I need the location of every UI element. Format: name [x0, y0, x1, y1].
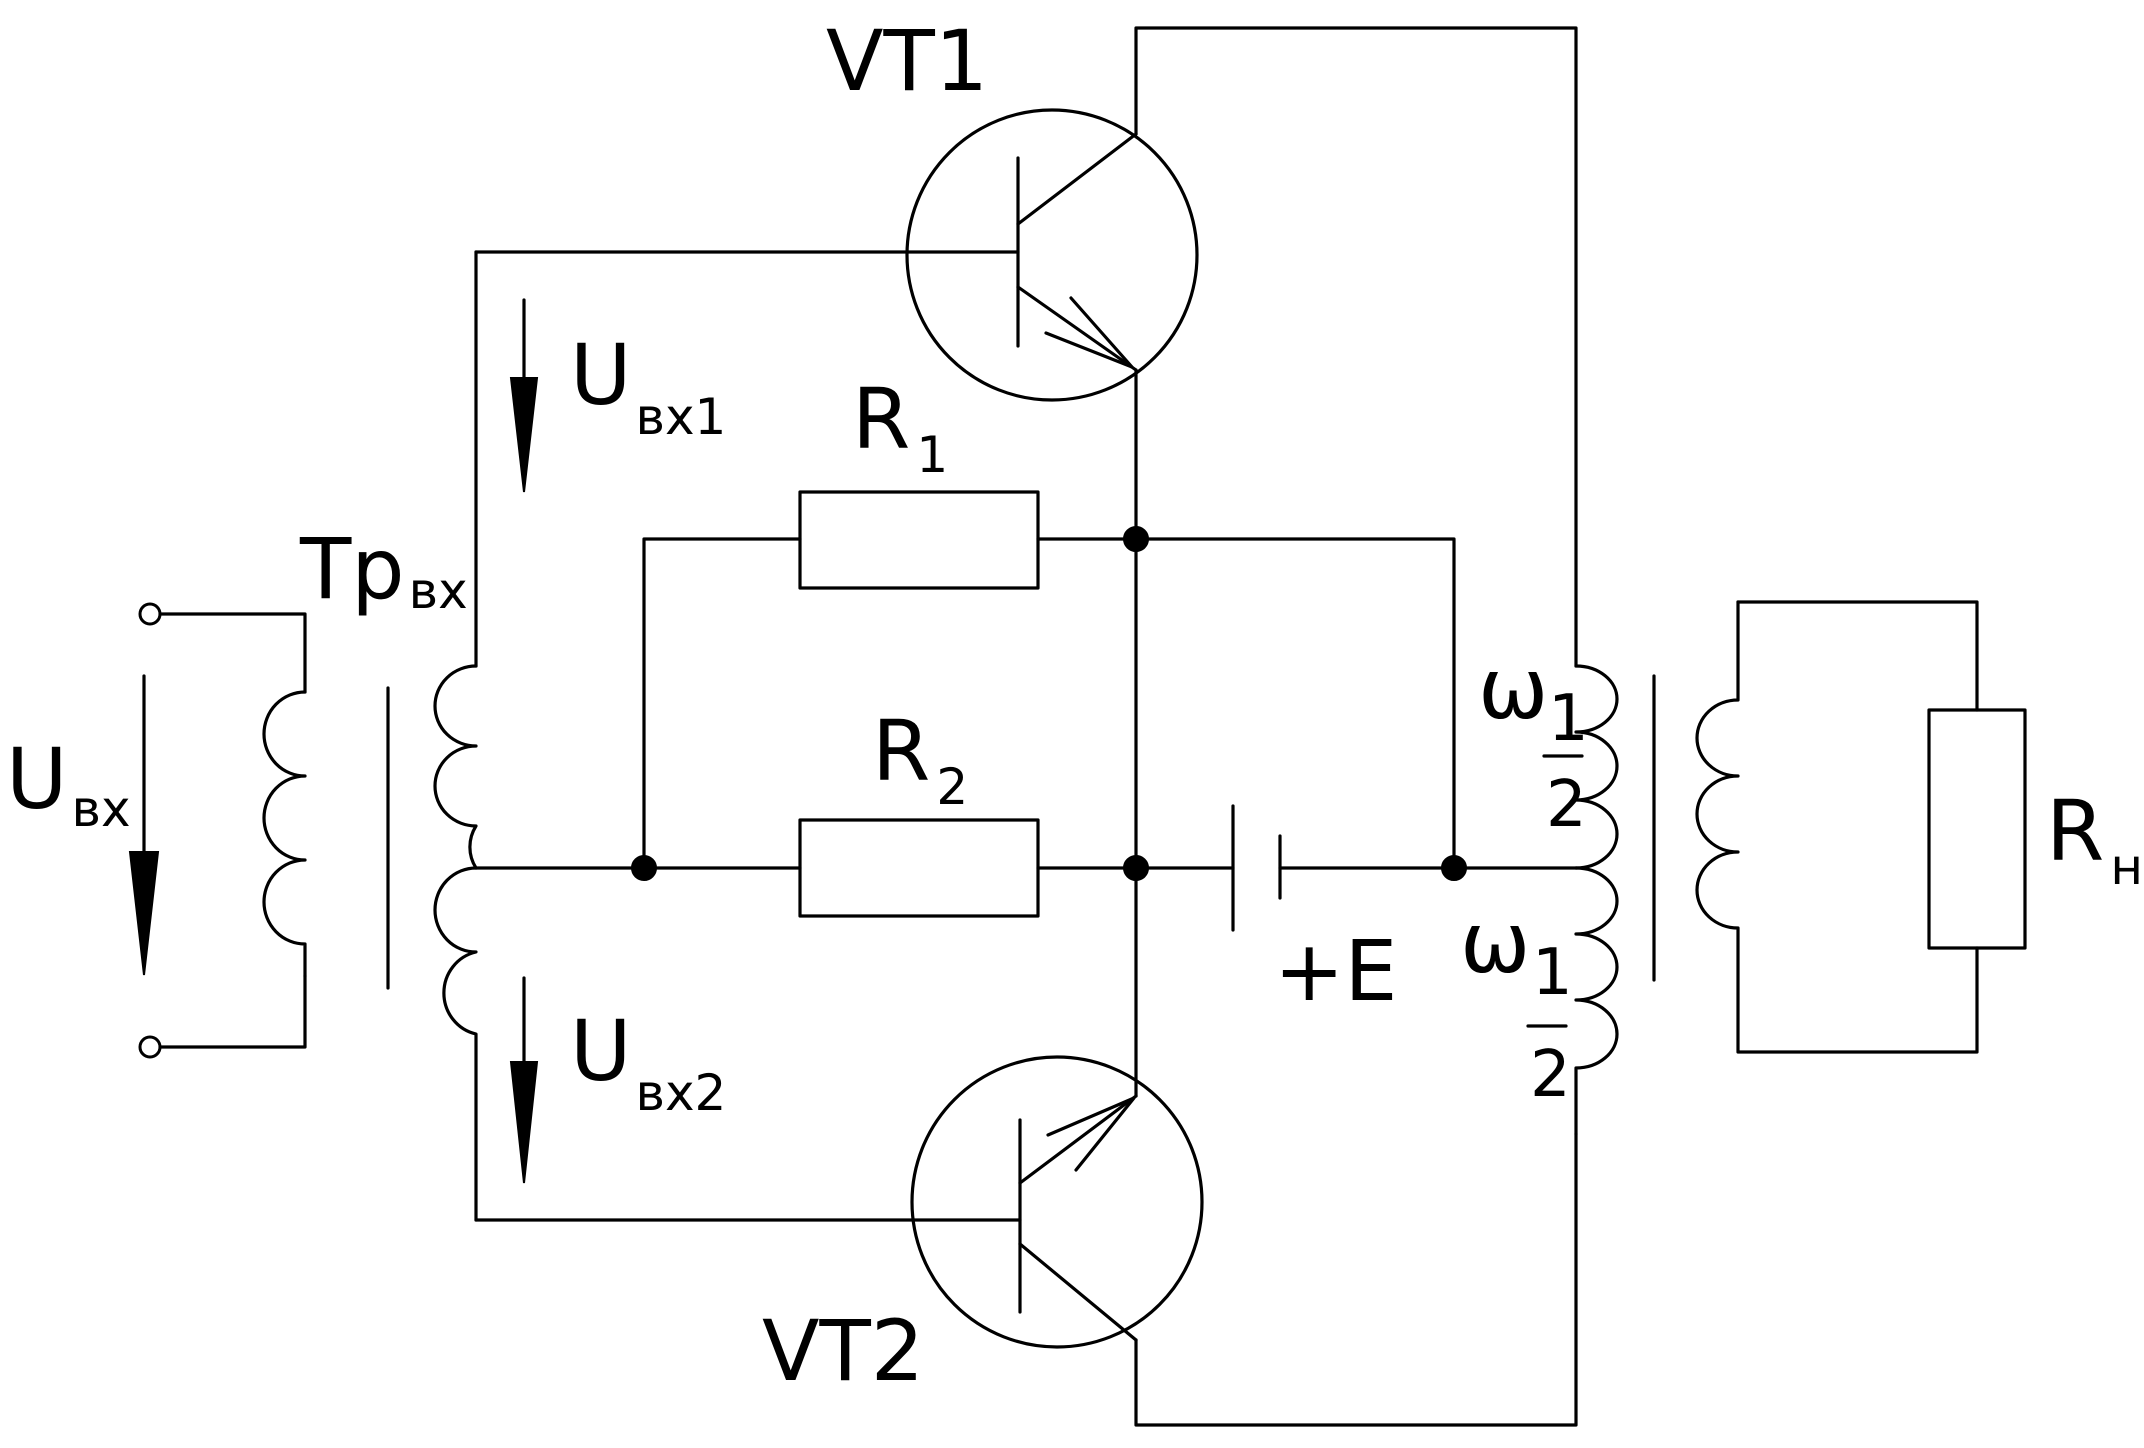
- vt2-label: VT2: [762, 1302, 924, 1400]
- transistor-vt2: [474, 1055, 1204, 1349]
- junctions: [631, 526, 1467, 881]
- vt2-emitter-arrow: [1046, 1096, 1136, 1172]
- vt2-emitter: [1018, 1094, 1138, 1185]
- svg-text:Rн: Rн: [2046, 782, 2143, 896]
- uin1-sub: вх1: [635, 388, 726, 446]
- r1-sub: 1: [916, 426, 948, 484]
- r1-label: R: [852, 370, 910, 468]
- junction-node: [1123, 526, 1149, 552]
- junction-node: [631, 855, 657, 881]
- output-transformer: [1574, 600, 2027, 1136]
- vt1-label: VT1: [826, 12, 988, 110]
- uin-label: U: [6, 730, 67, 828]
- uin-sub: вх: [71, 780, 130, 838]
- frac-bottom-num: 1: [1532, 936, 1573, 1010]
- tr-sub: вх: [409, 562, 468, 620]
- rload-label: R: [2046, 782, 2104, 880]
- frac-bottom-den: 2: [1530, 1038, 1571, 1112]
- w-top-label: ω: [1478, 640, 1548, 738]
- frac-top-den: 2: [1546, 768, 1587, 842]
- junction-node: [1123, 855, 1149, 881]
- svg-text:R2: R2: [872, 702, 968, 816]
- input-secondary: [433, 250, 539, 1222]
- output-secondary-coil: [1695, 600, 1979, 1054]
- input-secondary-coil-upper: [433, 664, 478, 870]
- vt1-emitter: [1016, 285, 1138, 372]
- uin2-sub: вх2: [635, 1064, 726, 1122]
- wiring: [474, 26, 1578, 1427]
- output-primary-coil-upper: [1574, 664, 1619, 870]
- uin1-arrow: [509, 377, 539, 493]
- output-primary-coil-lower: [1574, 866, 1619, 1136]
- input-terminal-top[interactable]: [138, 602, 162, 626]
- vt1-emitter-arrow: [1044, 296, 1134, 369]
- input-terminal-bottom[interactable]: [138, 1035, 162, 1059]
- svg-text:Uвх1: Uвх1: [570, 326, 726, 446]
- frac-top-num: 1: [1548, 682, 1589, 756]
- svg-text:Uвх: Uвх: [6, 730, 131, 838]
- battery-e: [1231, 804, 1282, 932]
- uin1-label: U: [570, 326, 631, 424]
- rload-sub: н: [2110, 838, 2143, 896]
- vt1-collector: [1016, 132, 1138, 226]
- input-secondary-coil-lower: [433, 866, 478, 1222]
- svg-text:Tpвх: Tpвх: [299, 520, 468, 620]
- uin2-label: U: [570, 1002, 631, 1100]
- resistor-r1: [798, 490, 1040, 590]
- r2-sub: 2: [936, 758, 968, 816]
- resistor-load: [1927, 708, 2027, 950]
- input-circuit: [128, 602, 390, 1059]
- vt2-collector: [1018, 1242, 1138, 1342]
- r2-label: R: [872, 702, 930, 800]
- svg-text:Uвх2: Uвх2: [570, 1002, 726, 1122]
- svg-text:R1: R1: [852, 370, 948, 484]
- input-voltage-arrow: [128, 851, 160, 976]
- supply-label: +E: [1274, 922, 1397, 1020]
- junction-node: [1441, 855, 1467, 881]
- tr-label: Tp: [299, 520, 405, 618]
- uin2-arrow: [509, 1061, 539, 1184]
- input-primary-coil: [262, 690, 307, 978]
- transistor-vt1: [474, 108, 1199, 402]
- resistor-r2: [798, 818, 1040, 918]
- w-bottom-label: ω: [1460, 894, 1530, 992]
